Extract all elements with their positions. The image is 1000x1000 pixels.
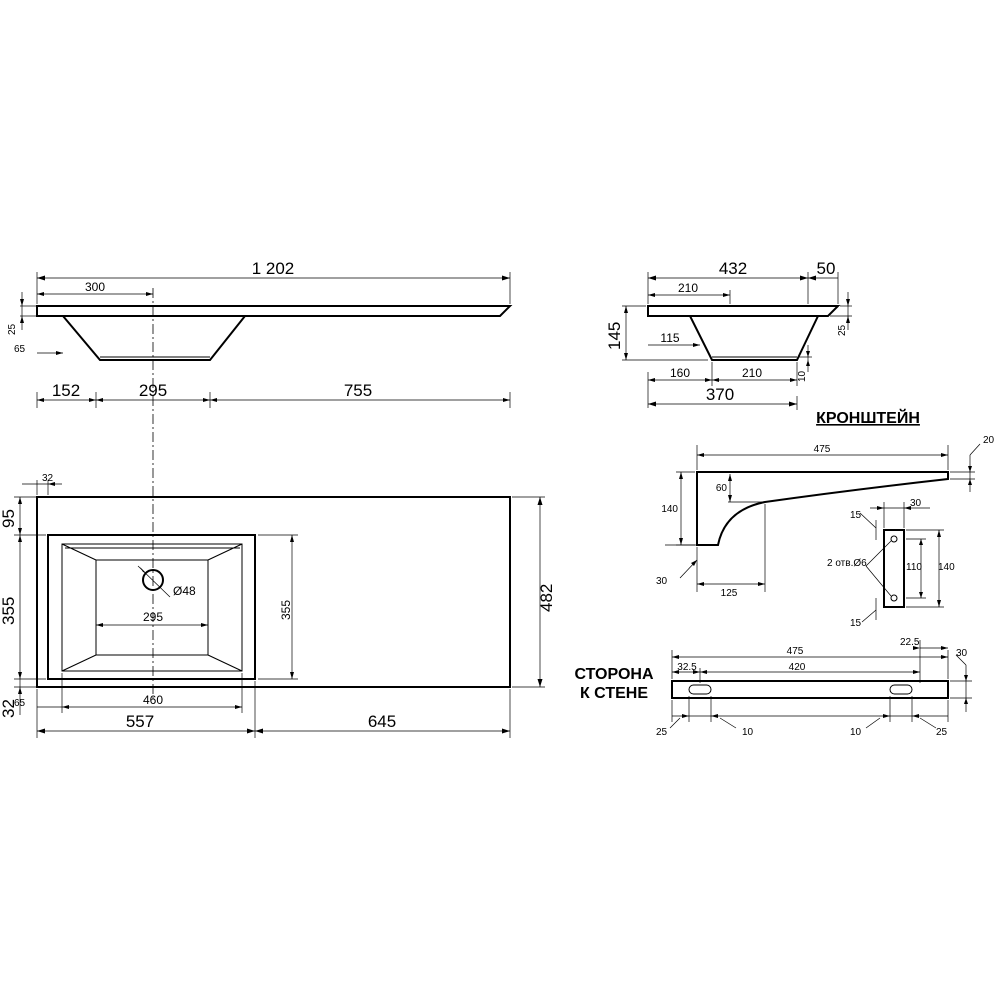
label-bracket-thickness: 20 bbox=[983, 435, 995, 446]
label-side-slab-thickness: 25 bbox=[837, 324, 848, 336]
plan-bowl-rim bbox=[61, 543, 243, 672]
label-wall-end-offset: 22.5 bbox=[900, 637, 920, 648]
front-slab-outline bbox=[36, 305, 513, 317]
wall-side-bar bbox=[671, 680, 949, 699]
label-side-bottom-thickness: 10 bbox=[797, 370, 808, 382]
label-side-bottom-width: 210 bbox=[742, 366, 762, 380]
label-bracket-holes: 2 отв.Ø6 bbox=[827, 558, 867, 569]
wall-side-view: СТОРОНА К СТЕНЕ 475 32.5 420 22.5 bbox=[575, 637, 972, 738]
bracket-plate bbox=[883, 529, 905, 608]
wall-side-slot-left bbox=[688, 684, 712, 695]
label-bracket-plate-height-right: 140 bbox=[938, 562, 955, 573]
label-side-center-offset: 210 bbox=[678, 281, 698, 295]
label-total-width: 1 202 bbox=[252, 259, 295, 278]
label-slab-thickness: 25 bbox=[7, 323, 18, 335]
label-side-overhang: 50 bbox=[817, 259, 836, 278]
bracket-view: КРОНШТЕЙН 475 20 60 140 bbox=[656, 408, 995, 629]
drain-hole bbox=[142, 569, 164, 591]
label-wall-hole-spacing: 420 bbox=[789, 662, 806, 673]
label-seg-right: 755 bbox=[344, 381, 372, 400]
label-plan-edge-left: 32 bbox=[42, 473, 54, 484]
label-wall-slot-margin-left: 25 bbox=[656, 727, 668, 738]
plan-view: Ø48 32 95 355 32 482 355 bbox=[0, 473, 556, 738]
label-wall-hole-offset: 32.5 bbox=[677, 662, 697, 673]
label-bracket-hole-margin-top: 15 bbox=[850, 510, 862, 521]
plan-outline bbox=[36, 496, 511, 688]
label-bracket-arm-height: 60 bbox=[716, 483, 728, 494]
label-bracket-hole-margin-bottom: 15 bbox=[850, 618, 862, 629]
front-bowl-outline bbox=[60, 315, 248, 361]
label-wall-slot-margin-right: 25 bbox=[936, 727, 948, 738]
label-side-depth: 432 bbox=[719, 259, 747, 278]
label-plan-right-width: 645 bbox=[368, 712, 396, 731]
bracket-profile bbox=[696, 471, 949, 546]
label-side-height: 145 bbox=[605, 322, 624, 350]
label-side-bottom-offset: 115 bbox=[660, 331, 679, 345]
label-side-bottom-start: 160 bbox=[670, 366, 690, 380]
label-wall-slot-width-right: 10 bbox=[850, 727, 862, 738]
label-drain-diameter: Ø48 bbox=[173, 584, 196, 598]
label-bracket-plate-height: 140 bbox=[661, 504, 678, 515]
label-seg-bowl: 295 bbox=[139, 381, 167, 400]
label-seg-left: 152 bbox=[52, 381, 80, 400]
front-view: 1 202 300 25 65 152 295 755 bbox=[7, 259, 513, 700]
label-plan-bottom-margin: 32 bbox=[0, 699, 18, 718]
plan-bowl-outer bbox=[47, 534, 256, 680]
label-plan-bowl-width: 460 bbox=[143, 693, 163, 707]
side-bowl-outline bbox=[688, 315, 820, 361]
bracket-hole-top bbox=[890, 535, 898, 543]
label-side-bowl-depth: 370 bbox=[706, 385, 734, 404]
label-plan-bowl-depth: 355 bbox=[0, 597, 18, 625]
label-wall-length: 475 bbox=[787, 646, 804, 657]
wall-side-slot-right bbox=[889, 684, 913, 695]
label-bracket-length: 475 bbox=[814, 444, 831, 455]
plan-bowl-bottom bbox=[95, 559, 209, 656]
bracket-title: КРОНШТЕЙН bbox=[816, 408, 920, 427]
label-plan-inset: 65 bbox=[14, 698, 26, 709]
label-plan-inner-width: 295 bbox=[143, 610, 163, 624]
wall-side-title-line1: СТОРОНА bbox=[575, 666, 654, 683]
wall-side-title-line2: К СТЕНЕ bbox=[580, 685, 648, 702]
label-bracket-curve-width: 125 bbox=[721, 588, 738, 599]
label-wall-slot-width-left: 10 bbox=[742, 727, 754, 738]
label-bracket-hole-spacing: 110 bbox=[906, 562, 922, 573]
label-bowl-inset: 65 bbox=[14, 344, 26, 355]
label-bracket-base: 30 bbox=[656, 576, 668, 587]
side-slab-outline bbox=[647, 305, 841, 317]
label-bracket-plate-width: 30 bbox=[910, 498, 922, 509]
label-bowl-center-offset: 300 bbox=[85, 280, 105, 294]
label-plan-left-width: 557 bbox=[126, 712, 154, 731]
label-plan-total-depth: 482 bbox=[537, 584, 556, 612]
side-view: 432 50 210 145 25 115 160 bbox=[605, 259, 852, 410]
label-wall-thickness: 30 bbox=[956, 648, 968, 659]
label-plan-top-margin: 95 bbox=[0, 509, 18, 528]
label-plan-inner-depth: 355 bbox=[279, 600, 293, 620]
bracket-hole-bottom bbox=[890, 594, 898, 602]
